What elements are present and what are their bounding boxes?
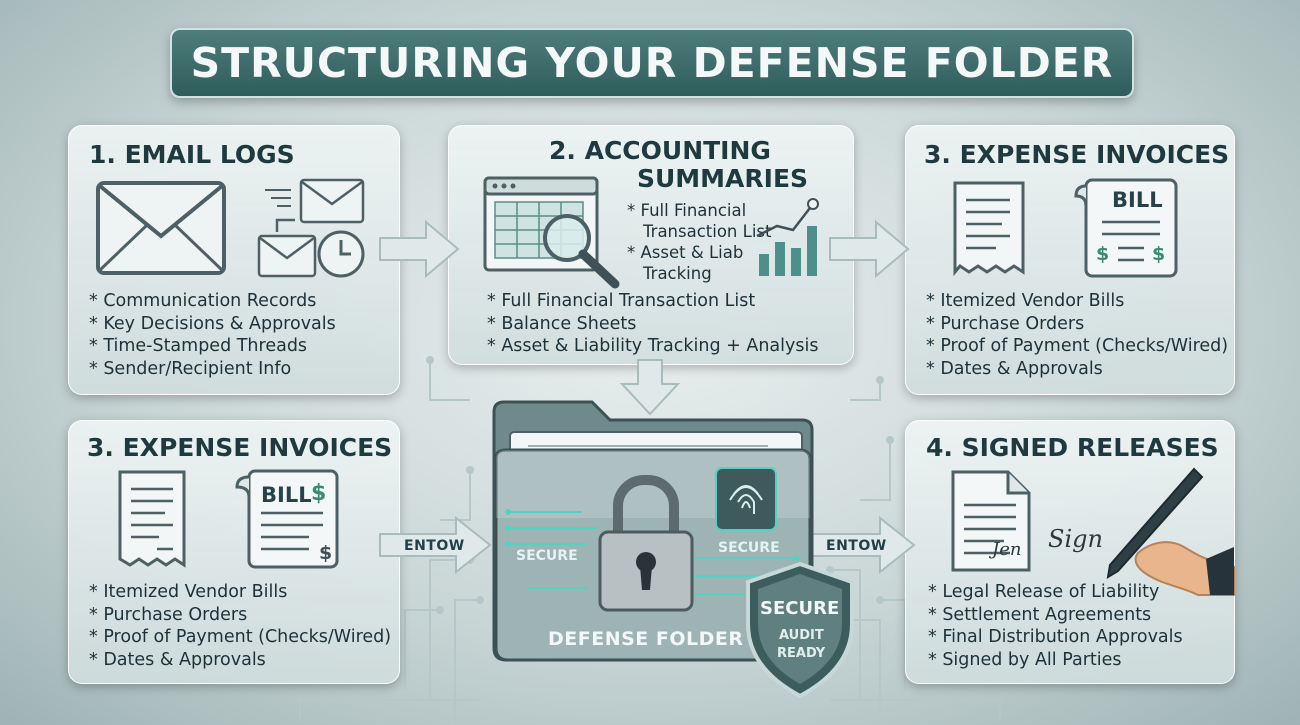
list-item: * Full Financial	[627, 201, 747, 220]
panel-title-email-logs: 1. EMAIL LOGS	[89, 140, 295, 169]
panel-title-accounting-line1: 2. ACCOUNTING	[549, 136, 771, 165]
signature-initial: Jen	[992, 539, 1022, 560]
page-title: STRUCTURING YOUR DEFENSE FOLDER	[190, 39, 1114, 87]
shield-title: SECURE	[760, 598, 840, 619]
expense-top-bullets: * Itemized Vendor Bills * Purchase Order…	[926, 290, 1228, 380]
panel-title-signed-releases: 4. SIGNED RELEASES	[926, 433, 1219, 462]
shield-line2: READY	[777, 646, 826, 661]
arrow-label-right: ENTOW	[826, 538, 887, 554]
list-item: * Time-Stamped Threads	[89, 336, 308, 356]
receipt-icon	[953, 181, 1025, 277]
folder-icon	[492, 400, 814, 662]
bill-label-bottom: BILL	[261, 483, 312, 507]
list-item: * Balance Sheets	[487, 313, 637, 334]
arrow-right-icon	[807, 515, 916, 575]
list-item: Transaction List	[643, 222, 772, 241]
list-item: * Purchase Orders	[89, 604, 248, 625]
signed-releases-bullets: * Legal Release of Liability * Settlemen…	[928, 581, 1183, 671]
shield-icon	[746, 561, 854, 699]
svg-text:$: $	[1152, 243, 1165, 265]
arrow-right-icon	[829, 219, 910, 279]
folder-secure-right: SECURE	[718, 540, 780, 556]
hand-pen-icon	[1106, 467, 1235, 596]
list-item: * Purchase Orders	[926, 313, 1085, 334]
folder-secure-left: SECURE	[516, 548, 578, 564]
title-banner: STRUCTURING YOUR DEFENSE FOLDER	[170, 28, 1134, 98]
list-item: * Settlement Agreements	[928, 604, 1152, 625]
bill-icon: $ $	[1074, 178, 1178, 278]
list-item: * Communication Records	[89, 291, 317, 311]
list-item: * Proof of Payment (Checks/Wired)	[926, 335, 1228, 358]
list-item: * Asset & Liab	[627, 243, 744, 262]
svg-text:$: $	[319, 542, 332, 564]
email-thread-icon	[257, 178, 365, 278]
list-item-text: * Proof of Payment (Checks/Wired)	[926, 336, 1229, 356]
arrow-right-icon	[379, 219, 460, 279]
email-logs-bullets: * Communication Records * Key Decisions …	[89, 290, 336, 380]
list-item: * Key Decisions & Approvals	[89, 313, 336, 334]
list-item: * Dates & Approvals	[926, 358, 1103, 379]
svg-text:$: $	[1096, 243, 1109, 265]
list-item: * Dates & Approvals	[89, 649, 266, 670]
shield-line1: AUDIT	[779, 628, 824, 643]
list-item: * Itemized Vendor Bills	[926, 291, 1125, 311]
bill-label-top: BILL	[1112, 188, 1163, 212]
list-item: * Asset & Liability Tracking + Analysis	[487, 336, 819, 356]
list-item: * Full Financial Transaction List	[487, 291, 756, 311]
list-item: * Proof of Payment (Checks/Wired)	[89, 627, 392, 647]
arrow-down-icon	[619, 359, 681, 416]
list-item: Tracking	[643, 264, 712, 283]
list-item: * Signed by All Parties	[928, 649, 1122, 670]
panel-title-expense-top: 3. EXPENSE INVOICES	[924, 140, 1230, 169]
bar-chart-icon	[756, 198, 819, 276]
panel-email-logs: 1. EMAIL LOGS * Communication Records * …	[68, 125, 400, 395]
list-item: * Legal Release of Liability	[928, 582, 1160, 602]
envelope-icon	[96, 181, 226, 275]
list-item: * Sender/Recipient Info	[89, 358, 292, 379]
panel-title-accounting-line2: SUMMARIES	[637, 164, 809, 193]
panel-expense-invoices-top: 3. EXPENSE INVOICES $ $ BILL * Itemized …	[905, 125, 1235, 395]
panel-accounting-summaries: 2. ACCOUNTING SUMMARIES * Full Financial…	[448, 125, 854, 365]
arrow-right-icon	[379, 515, 492, 575]
document-icon	[951, 470, 1031, 572]
bill-icon: $	[235, 469, 339, 569]
signature-text: Sign	[1048, 525, 1103, 553]
accounting-bullets: * Full Financial Transaction List * Bala…	[487, 290, 818, 358]
panel-title-expense-bottom: 3. EXPENSE INVOICES	[87, 433, 393, 462]
panel-expense-invoices-bottom: 3. EXPENSE INVOICES $ BILL $ * Itemized …	[68, 420, 400, 684]
accounting-inset-list: * Full Financial Transaction List * Asse…	[627, 200, 771, 284]
panel-signed-releases: 4. SIGNED RELEASES Jen Sign * Legal Rele…	[905, 420, 1235, 684]
list-item: * Itemized Vendor Bills	[89, 582, 288, 602]
list-item: * Final Distribution Approvals	[928, 627, 1183, 647]
receipt-icon	[118, 470, 186, 568]
arrow-label-left: ENTOW	[404, 538, 465, 554]
folder-label: DEFENSE FOLDER	[548, 628, 744, 650]
spreadsheet-magnifier-icon	[483, 176, 620, 289]
expense-bottom-bullets: * Itemized Vendor Bills * Purchase Order…	[89, 581, 391, 671]
dollar-icon: $	[311, 481, 327, 506]
